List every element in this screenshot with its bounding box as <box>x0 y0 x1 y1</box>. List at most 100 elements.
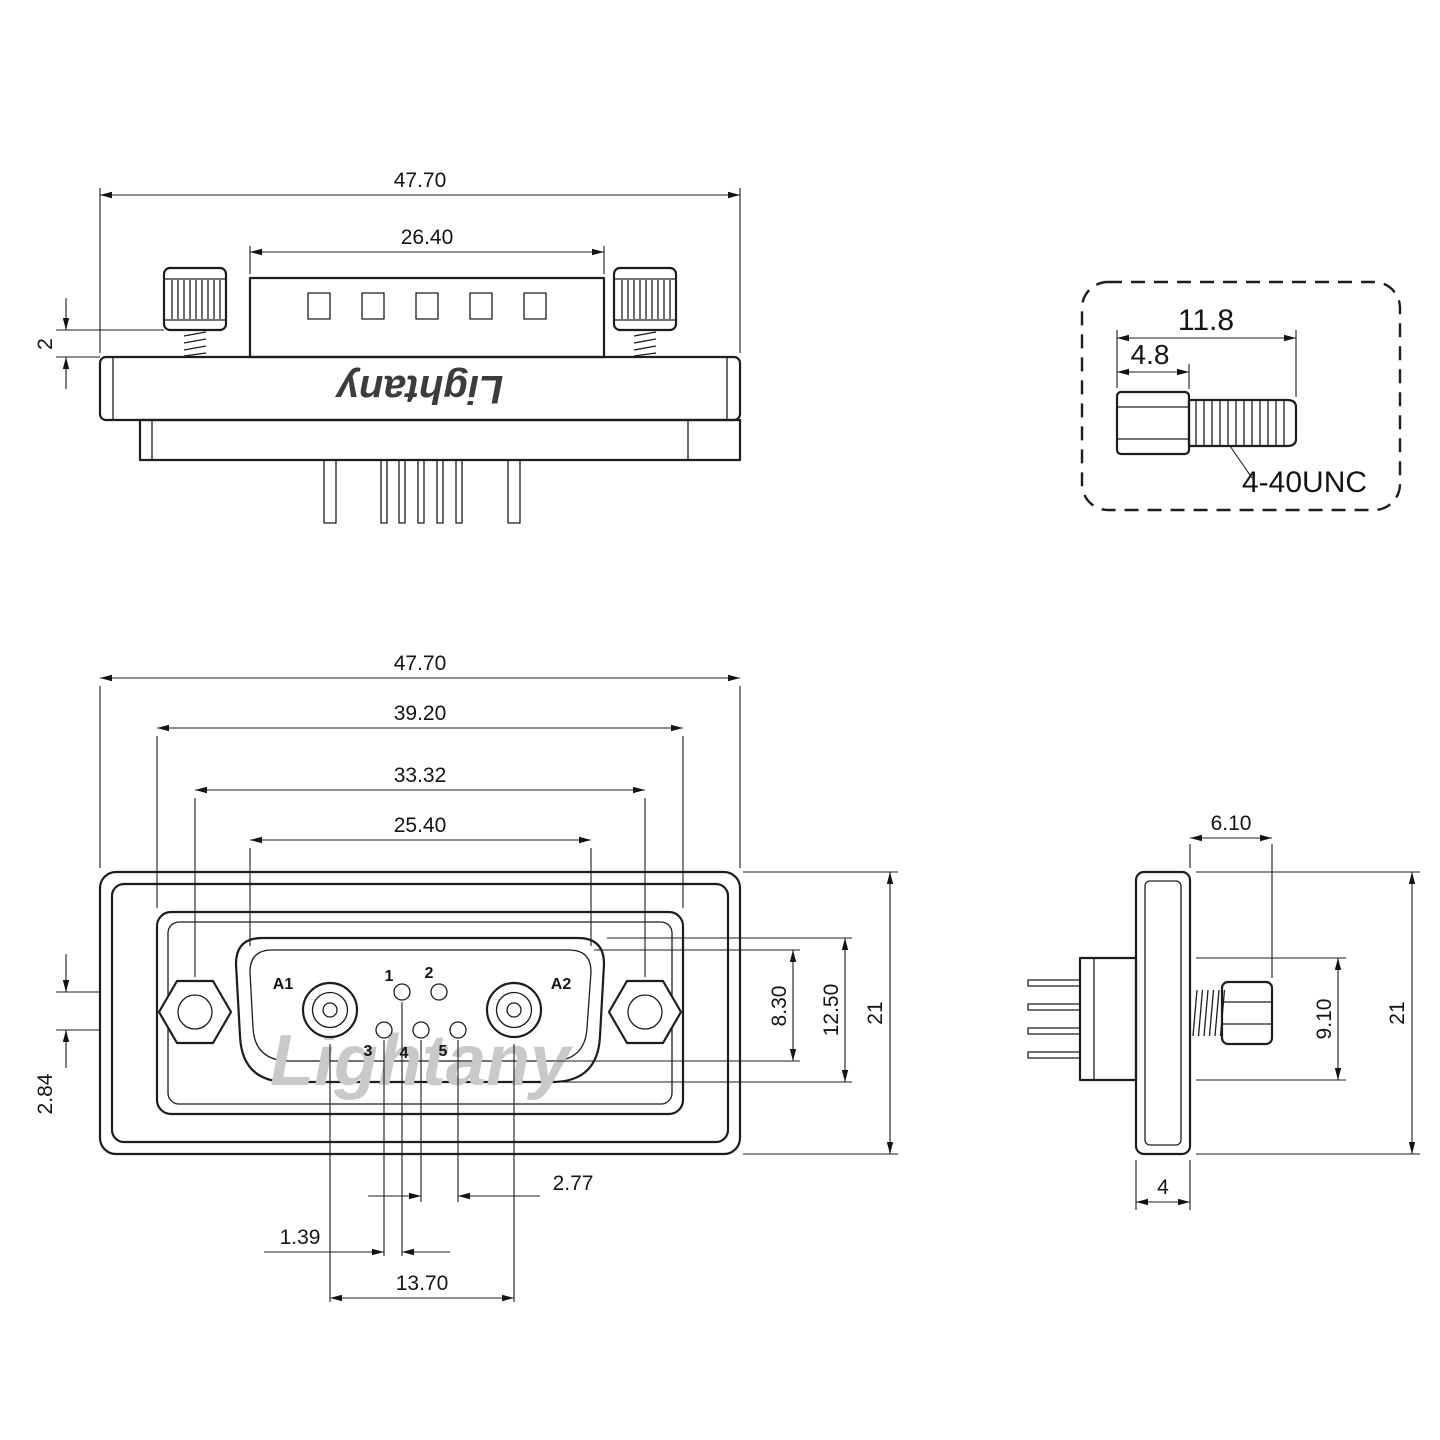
contact-2 <box>430 983 448 1001</box>
insulator-slots <box>307 292 547 320</box>
housing-inner-wall <box>110 882 730 1144</box>
coax-center-pin <box>506 1002 522 1018</box>
insulator-outline <box>248 276 606 359</box>
dim-front-row-offset: 1.39 <box>264 1226 450 1256</box>
screw-knurl-lines <box>621 280 671 319</box>
dim-front-opening-width: 25.40 <box>249 814 592 946</box>
dim-label-top-thread-exposed: 2 <box>34 338 57 350</box>
side-pins <box>1027 979 1081 1059</box>
dim-label-front-shell-height: 12.50 <box>820 984 843 1037</box>
screw-head-flats-side <box>1222 1001 1272 1025</box>
dim-screw-head-length: 4.8 <box>1117 339 1190 389</box>
dim-label-front-opening-height: 8.30 <box>768 986 791 1027</box>
leader-line <box>1229 445 1253 479</box>
insulator-slot <box>523 292 547 320</box>
extension-lines <box>194 798 646 977</box>
screw-head-side <box>1220 980 1274 1046</box>
contact-pin <box>455 459 463 524</box>
screw-thread-coil <box>633 331 657 357</box>
side-pin <box>1027 1027 1081 1035</box>
extension-lines <box>99 686 741 868</box>
coax-contact-a1 <box>301 981 359 1039</box>
contact-pin <box>398 459 406 524</box>
insulator-slot <box>361 292 385 320</box>
dim-label-screw-head-length: 4.8 <box>1131 339 1170 370</box>
extension-lines <box>56 329 164 358</box>
dim-label-screw-total-length: 11.8 <box>1178 304 1234 337</box>
coax-outer <box>301 981 359 1039</box>
dim-label-top-insulator-width: 26.40 <box>401 226 454 249</box>
side-view: 6.10 9.10 21 4 <box>1027 812 1420 1210</box>
screw-head-detail <box>1115 390 1191 456</box>
solder-pins <box>323 459 521 524</box>
dim-label-front-opening-width: 25.40 <box>394 814 447 837</box>
dim-side-body-height: 9.10 <box>1196 957 1346 1081</box>
hex-nut-left <box>157 979 233 1045</box>
jackscrew-left <box>162 266 228 357</box>
dim-front-row-spacing: 2.84 <box>34 954 100 1114</box>
coax-center-pin <box>322 1002 338 1018</box>
screw-head <box>162 266 228 332</box>
coax-pin <box>323 459 337 524</box>
screw-head-rims <box>164 278 226 321</box>
screw-knurl-lines <box>171 280 221 319</box>
coax-dielectric <box>311 991 349 1029</box>
contact-3 <box>375 1021 393 1039</box>
extension-lines <box>249 848 592 946</box>
flange-side-inner <box>1144 880 1182 1146</box>
side-pin <box>1027 979 1081 987</box>
dim-label-side-screw-protrusion: 6.10 <box>1211 812 1252 835</box>
dim-label-side-flange-thickness: 4 <box>1157 1176 1169 1199</box>
dim-label-front-mount-hole-spacing: 33.32 <box>394 764 447 787</box>
screw-detail-view: 11.8 4.8 4-40UNC <box>1080 280 1402 512</box>
hex-nut-right-bore <box>627 994 663 1030</box>
extension-lines <box>1196 871 1420 1155</box>
thread-lines <box>1195 400 1285 446</box>
hex-nut-left-bore <box>177 994 213 1030</box>
dim-front-shell-width: 39.20 <box>156 702 684 908</box>
extension-lines <box>56 991 100 1031</box>
dim-label-front-row-spacing: 2.84 <box>34 1073 57 1114</box>
front-view: Lightany A1 A2 1 2 3 4 5 <box>34 652 898 1302</box>
flange-end-walls <box>112 357 728 420</box>
detail-boundary-box <box>1080 280 1402 512</box>
pin-label-1: 1 <box>385 968 394 985</box>
dim-side-overall-height: 21 <box>1196 871 1420 1155</box>
hex-flat-lines <box>1117 406 1189 440</box>
coax-outer <box>485 981 543 1039</box>
screw-coil-side <box>1192 989 1226 1037</box>
dim-label-side-body-height: 9.10 <box>1313 999 1336 1040</box>
dim-label-top-overall-width: 47.70 <box>394 169 447 192</box>
side-pin <box>1027 1051 1081 1059</box>
extension-lines <box>555 937 852 1083</box>
dim-label-front-overall-width: 47.70 <box>394 652 447 675</box>
rear-shell-steps <box>151 420 689 460</box>
dim-top-thread-exposed: 2 <box>34 298 164 389</box>
dim-front-overall-width: 47.70 <box>99 652 741 868</box>
dim-front-shell-height: 12.50 <box>555 937 852 1083</box>
signal-contacts <box>375 983 467 1039</box>
extension-lines <box>156 736 684 908</box>
pin-label-5: 5 <box>439 1043 448 1060</box>
extension-lines <box>1189 844 1273 978</box>
dim-label-front-coax-pitch: 13.70 <box>396 1272 449 1295</box>
dim-front-opening-height: 8.30 <box>556 949 800 1062</box>
screw-thread-coil <box>183 331 207 357</box>
extension-lines <box>556 949 800 1062</box>
pin-label-3: 3 <box>364 1043 373 1060</box>
extension-lines <box>743 871 898 1155</box>
pin-label-2: 2 <box>425 965 434 982</box>
body-side-outline <box>1078 956 1138 1082</box>
dshell-outer <box>234 936 606 1084</box>
coax-contact-a2 <box>485 981 543 1039</box>
dim-front-mount-hole-spacing: 33.32 <box>194 764 646 977</box>
pin-label-a1: A1 <box>273 976 294 993</box>
bottom-extension-lines <box>329 1002 515 1302</box>
extension-lines <box>249 246 605 274</box>
dim-label-front-row-offset: 1.39 <box>280 1226 321 1249</box>
dim-label-side-overall-height: 21 <box>1386 1001 1409 1024</box>
dim-label-front-pin-pitch: 2.77 <box>553 1172 594 1195</box>
side-pin <box>1027 1003 1081 1011</box>
